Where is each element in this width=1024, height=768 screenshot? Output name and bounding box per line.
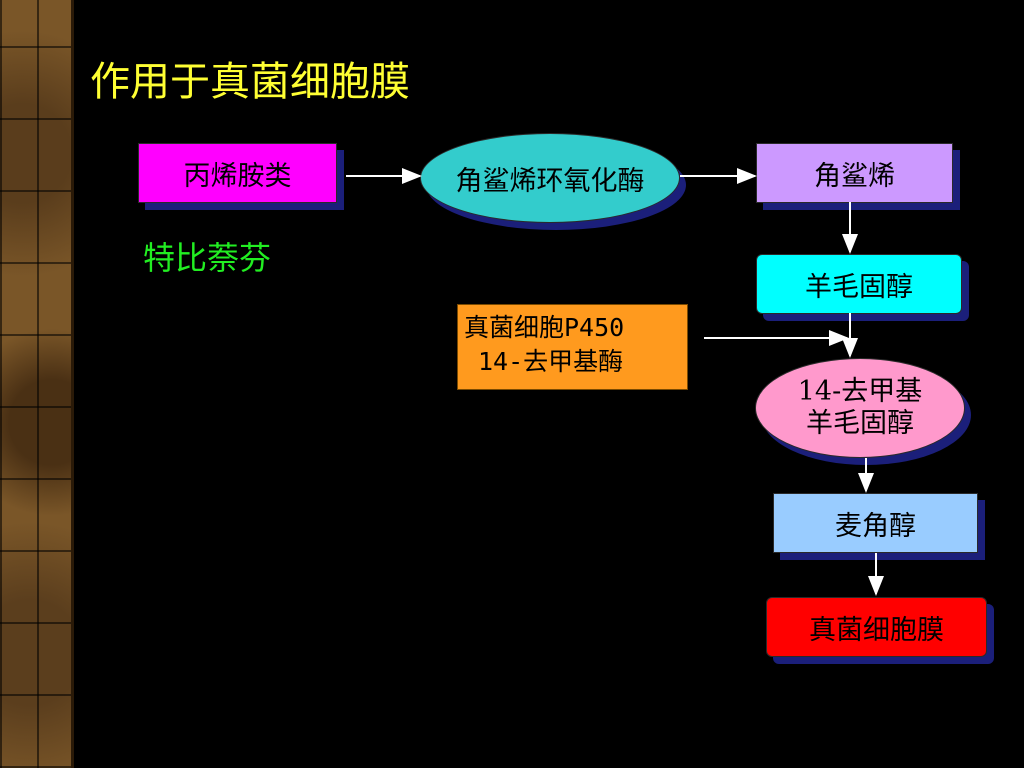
squalene-box: 角鲨烯 (756, 143, 953, 203)
terbinafine-label: 特比萘芬 (143, 239, 272, 277)
fungal-membrane-label: 真菌细胞膜 (809, 614, 944, 646)
demethyl-line1: 14-去甲基 (797, 375, 923, 407)
ergosterol-box: 麦角醇 (773, 493, 978, 553)
lanosterol-label: 羊毛固醇 (805, 271, 913, 303)
p450-line1: 真菌细胞P450 (464, 313, 625, 342)
slide-title: 作用于真菌细胞膜 (90, 59, 410, 105)
ergosterol-label: 麦角醇 (835, 510, 916, 542)
p450-line2: 14-去甲基酶 (478, 346, 624, 376)
decorative-left-border (0, 0, 74, 768)
allylamine-class-box: 丙烯胺类 (138, 143, 337, 203)
demethyl-line2: 羊毛固醇 (806, 408, 914, 439)
fungal-membrane-box: 真菌细胞膜 (766, 597, 987, 657)
squalene-label: 角鲨烯 (814, 160, 895, 192)
p450-demethylase-box: 真菌细胞P450 14-去甲基酶 (457, 304, 688, 390)
squalene-epoxidase-label: 角鲨烯环氧化酶 (455, 165, 645, 197)
demethyl-lanosterol-ellipse: 14-去甲基 羊毛固醇 (755, 358, 965, 458)
squalene-epoxidase-ellipse: 角鲨烯环氧化酶 (420, 133, 680, 223)
allylamine-class-label: 丙烯胺类 (183, 160, 292, 192)
lanosterol-box: 羊毛固醇 (756, 254, 962, 314)
